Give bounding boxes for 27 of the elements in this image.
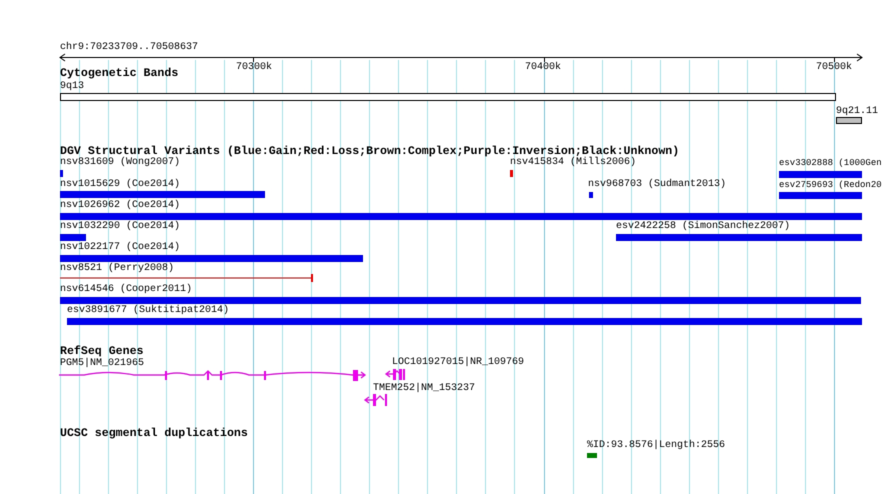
feature-label: esv3302888 (1000Gen — [779, 157, 882, 169]
track-title: Cytogenetic Bands — [60, 68, 178, 80]
feature-label: esv2422258 (SimonSanchez2007) — [616, 221, 790, 233]
track-title: UCSC segmental duplications — [60, 428, 248, 440]
feature-label: %ID:93.8576|Length:2556 — [587, 440, 726, 452]
feature-label: nsv415834 (Mills2006) — [510, 157, 636, 169]
feature-label: nsv8521 (Perry2008) — [60, 263, 174, 275]
feature-label: esv3891677 (Suktitipat2014) — [67, 305, 230, 317]
feature-label: PGM5|NM_021965 — [60, 358, 144, 370]
axis-tick-label: 70300k — [236, 62, 272, 74]
feature-label: TMEM252|NM_153237 — [373, 383, 476, 395]
axis-tick-label: 70500k — [816, 62, 852, 74]
feature-label: LOC101927015|NR_109769 — [392, 357, 524, 369]
feature-label: nsv1026962 (Coe2014) — [60, 200, 180, 212]
feature-label: nsv831609 (Wong2007) — [60, 157, 180, 169]
feature-label: nsv614546 (Cooper2011) — [60, 284, 192, 296]
feature-label: nsv1032290 (Coe2014) — [60, 221, 180, 233]
feature-label: 9q21.11 — [836, 106, 878, 118]
axis-tick-label: 70400k — [525, 62, 562, 74]
track-title: RefSeq Genes — [60, 346, 144, 358]
location-label: chr9:70233709..70508637 — [60, 42, 198, 54]
track-title: DGV Structural Variants (Blue:Gain;Red:Loss;Brown:Complex;Purple:Inversion;Black:Unknown) — [60, 146, 680, 158]
feature-label: nsv968703 (Sudmant2013) — [588, 179, 726, 191]
feature-label: nsv1022177 (Coe2014) — [60, 242, 180, 254]
feature-label: esv2759693 (Redon20 — [779, 179, 882, 191]
feature-label: nsv1015629 (Coe2014) — [60, 179, 180, 191]
feature-label: 9q13 — [60, 81, 84, 93]
